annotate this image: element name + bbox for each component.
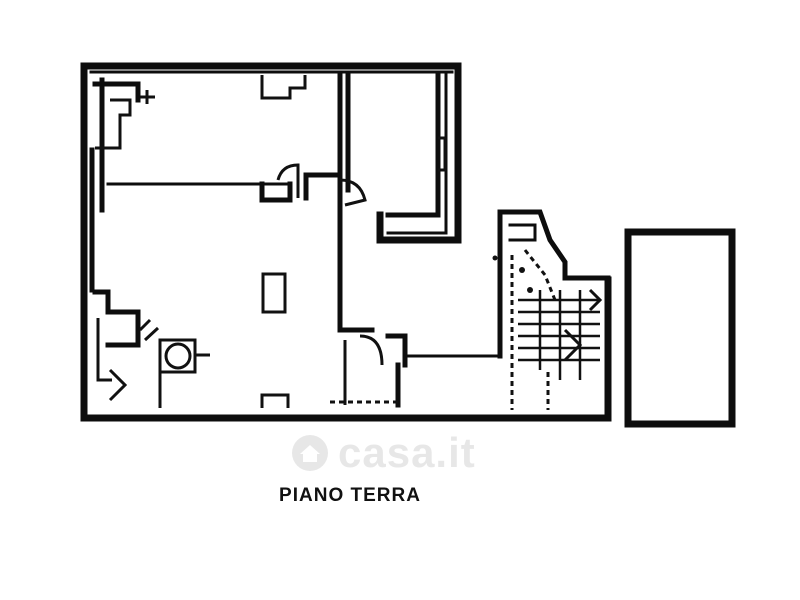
interior-walls <box>89 75 307 408</box>
upper-right-room <box>337 72 448 333</box>
bathroom-fixtures <box>92 289 210 408</box>
main-building-outline <box>80 62 612 422</box>
kitchen-fixtures <box>92 81 155 150</box>
detached-outbuilding <box>624 228 736 428</box>
lower-middle-walls <box>330 327 502 408</box>
stair-block <box>492 209 611 410</box>
hall-fixtures <box>259 163 343 203</box>
plan-title: PIANO TERRA <box>279 485 421 506</box>
